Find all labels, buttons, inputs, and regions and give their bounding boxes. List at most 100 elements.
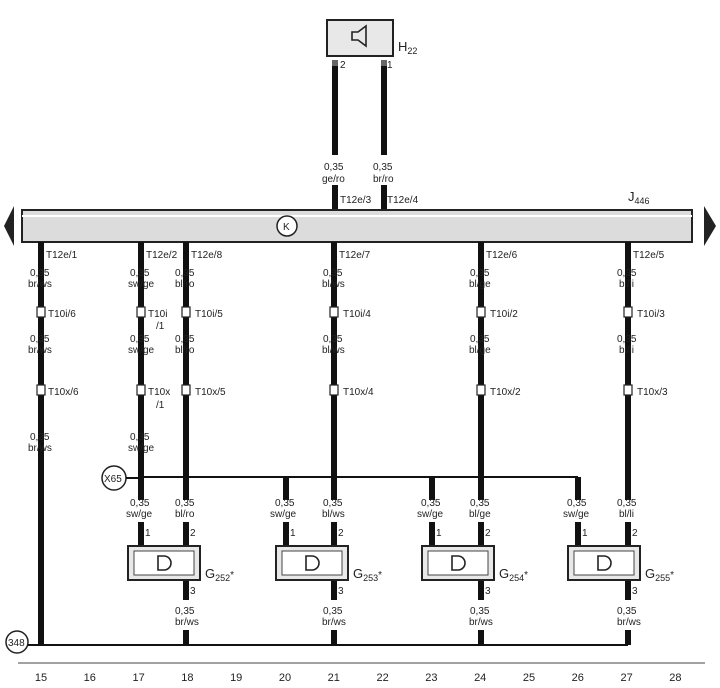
sensor-icon bbox=[305, 555, 320, 571]
svg-text:bl/li: bl/li bbox=[619, 345, 634, 356]
sensor-icon bbox=[597, 555, 612, 571]
svg-text:bl/ro: bl/ro bbox=[175, 509, 195, 520]
horn-conn-left: T12e/3 bbox=[340, 195, 372, 206]
svg-text:T10i/3: T10i/3 bbox=[637, 309, 665, 320]
continue-left-icon bbox=[4, 206, 14, 246]
svg-text:2: 2 bbox=[632, 528, 638, 539]
svg-text:X65: X65 bbox=[104, 474, 122, 485]
ruler-number: 19 bbox=[230, 672, 242, 684]
sensor-g254: G254* bbox=[421, 545, 528, 583]
sensor-g252: G252* bbox=[127, 545, 234, 583]
svg-text:1: 1 bbox=[145, 528, 151, 539]
svg-text:2: 2 bbox=[485, 528, 491, 539]
svg-text:3: 3 bbox=[632, 586, 638, 597]
svg-text:T10i/5: T10i/5 bbox=[195, 309, 223, 320]
svg-text:0,35: 0,35 bbox=[30, 268, 50, 279]
svg-text:0,35: 0,35 bbox=[30, 334, 50, 345]
svg-text:sw/ge: sw/ge bbox=[128, 443, 155, 454]
control-unit-j446: J446 K bbox=[4, 189, 716, 246]
svg-text:1: 1 bbox=[290, 528, 296, 539]
ruler-number: 17 bbox=[132, 672, 144, 684]
svg-text:0,35: 0,35 bbox=[470, 498, 490, 509]
svg-text:0,35: 0,35 bbox=[175, 334, 195, 345]
svg-text:2: 2 bbox=[338, 528, 344, 539]
svg-text:T10x/2: T10x/2 bbox=[490, 387, 521, 398]
svg-text:sw/ge: sw/ge bbox=[563, 509, 590, 520]
connector-icon bbox=[136, 306, 146, 318]
column-15: T12e/1 0,35 br/ws T10i/6 0,35 br/ws T10x… bbox=[28, 242, 79, 645]
horn-box bbox=[326, 19, 394, 57]
svg-text:0,35: 0,35 bbox=[470, 606, 490, 617]
svg-text:0,35: 0,35 bbox=[323, 606, 343, 617]
svg-text:T10x/4: T10x/4 bbox=[343, 387, 374, 398]
connector-icon bbox=[136, 384, 146, 396]
connector-icon bbox=[181, 384, 191, 396]
column-20: 0,35 sw/ge 1 bbox=[270, 477, 297, 546]
continue-right-icon bbox=[704, 206, 716, 246]
ruler-number: 18 bbox=[181, 672, 193, 684]
svg-text:0,35: 0,35 bbox=[175, 606, 195, 617]
svg-text:3: 3 bbox=[190, 586, 196, 597]
svg-text:0,35: 0,35 bbox=[130, 268, 150, 279]
svg-text:T12e/6: T12e/6 bbox=[486, 250, 518, 261]
svg-text:0,35: 0,35 bbox=[617, 606, 637, 617]
control-unit-label: J446 bbox=[628, 189, 650, 206]
splice-x65: X65 bbox=[101, 465, 141, 491]
svg-text:T12e/7: T12e/7 bbox=[339, 250, 371, 261]
svg-text:bl/ws: bl/ws bbox=[322, 279, 345, 290]
column-18: T12e/8 0,35 bl/ro T10i/5 0,35 bl/ro T10x… bbox=[175, 242, 226, 645]
ground-348: 348 bbox=[5, 630, 41, 654]
ruler-number: 27 bbox=[620, 672, 632, 684]
svg-text:0,35: 0,35 bbox=[323, 334, 343, 345]
svg-text:0,35: 0,35 bbox=[421, 498, 441, 509]
control-unit-symbol-circle bbox=[276, 215, 298, 237]
top-conn: T12e/1 bbox=[46, 250, 78, 261]
svg-text:T10i/6: T10i/6 bbox=[48, 309, 76, 320]
connector-icon bbox=[476, 384, 486, 396]
horn-wire-left-color: ge/ro bbox=[322, 174, 345, 185]
svg-text:T10x/3: T10x/3 bbox=[637, 387, 668, 398]
svg-text:G252*: G252* bbox=[205, 566, 234, 583]
svg-text:/1: /1 bbox=[156, 400, 165, 411]
svg-text:T12e/5: T12e/5 bbox=[633, 250, 665, 261]
svg-text:0,35: 0,35 bbox=[617, 334, 637, 345]
svg-text:G254*: G254* bbox=[499, 566, 528, 583]
column-21: T12e/7 0,35 bl/ws T10i/4 0,35 bl/ws T10x… bbox=[322, 242, 374, 645]
sensor-icon bbox=[451, 555, 466, 571]
horn-h22: H22 2 1 0,35 ge/ro 0,35 br/ro T12e/3 T12… bbox=[322, 19, 419, 210]
svg-text:br/ws: br/ws bbox=[617, 617, 641, 628]
svg-text:0,35: 0,35 bbox=[130, 432, 150, 443]
ruler-number: 26 bbox=[572, 672, 584, 684]
ruler-number: 22 bbox=[376, 672, 388, 684]
svg-text:sw/ge: sw/ge bbox=[417, 509, 444, 520]
connector-icon bbox=[36, 306, 46, 318]
svg-text:bl/ws: bl/ws bbox=[322, 345, 345, 356]
connector-icon bbox=[476, 306, 486, 318]
connector-icon bbox=[329, 384, 339, 396]
column-27: T12e/5 0,35 bl/li T10i/3 0,35 bl/li T10x… bbox=[617, 242, 668, 645]
svg-text:br/ws: br/ws bbox=[28, 345, 52, 356]
sensor-icon bbox=[157, 555, 172, 571]
svg-text:T10i: T10i bbox=[148, 309, 167, 320]
svg-text:0,35: 0,35 bbox=[30, 432, 50, 443]
sensor-g255: G255* bbox=[567, 545, 674, 583]
control-unit-symbol: K bbox=[283, 222, 290, 233]
svg-text:sw/ge: sw/ge bbox=[128, 345, 155, 356]
svg-text:bl/ge: bl/ge bbox=[469, 509, 491, 520]
column-23: 0,35 sw/ge 1 bbox=[417, 477, 444, 546]
svg-text:T10x: T10x bbox=[148, 387, 170, 398]
svg-text:br/ws: br/ws bbox=[322, 617, 346, 628]
svg-text:2: 2 bbox=[190, 528, 196, 539]
connector-icon bbox=[181, 306, 191, 318]
svg-text:T10i/2: T10i/2 bbox=[490, 309, 518, 320]
ruler-number: 16 bbox=[84, 672, 96, 684]
horn-terminal-right bbox=[381, 60, 387, 66]
svg-text:0,35: 0,35 bbox=[470, 268, 490, 279]
svg-text:br/ws: br/ws bbox=[28, 279, 52, 290]
svg-text:sw/ge: sw/ge bbox=[270, 509, 297, 520]
connector-icon bbox=[623, 306, 633, 318]
column-17: T12e/2 0,35 sw/ge T10i /1 0,35 sw/ge T10… bbox=[126, 242, 178, 546]
svg-text:T10i/4: T10i/4 bbox=[343, 309, 371, 320]
